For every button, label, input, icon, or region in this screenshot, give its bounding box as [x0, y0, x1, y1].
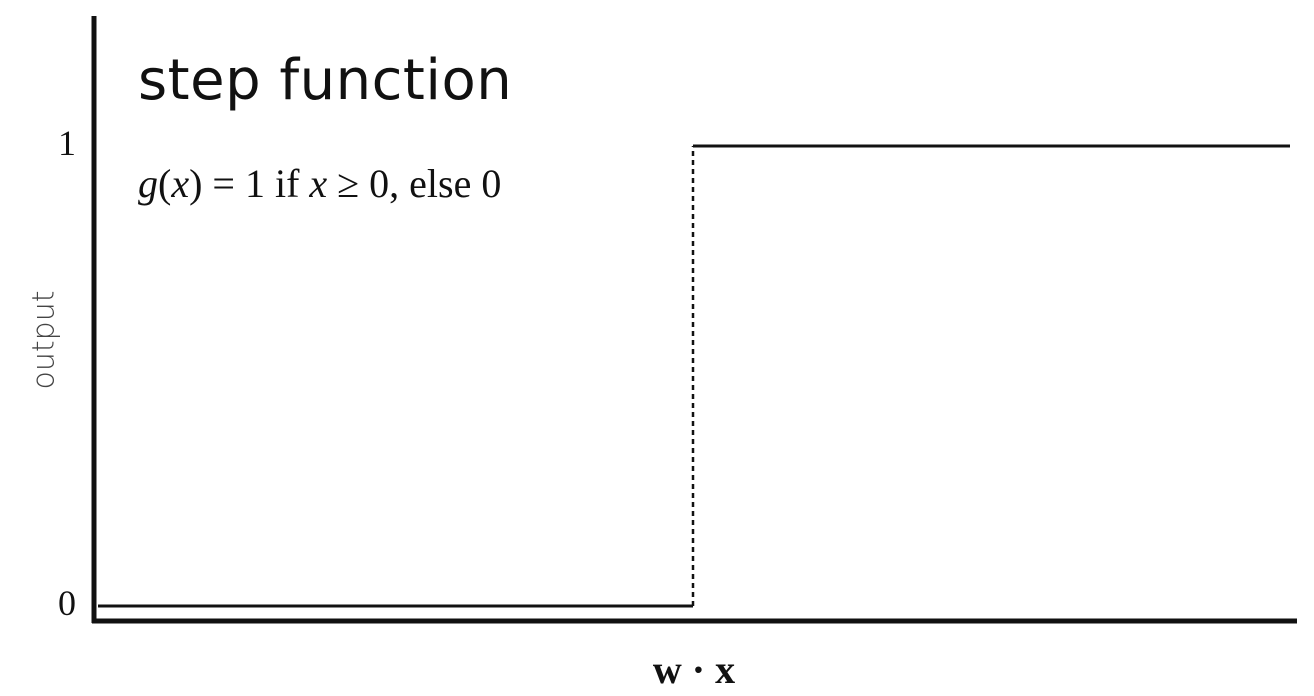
chart-title: step function [138, 48, 513, 113]
formula-annotation: g(x) = 1 if x ≥ 0, else 0 [138, 160, 501, 207]
y-axis-label: output [26, 290, 62, 390]
y-tick-label-1: 1 [58, 123, 76, 163]
y-tick-label-0: 0 [58, 583, 76, 623]
formula-g: g [138, 161, 158, 206]
formula-x2: x [309, 161, 328, 206]
formula-mid: = 1 if [202, 161, 310, 206]
formula-tail: ≥ 0, else 0 [327, 161, 502, 206]
x-axis-label: w · x [652, 647, 736, 692]
formula-open: ( [158, 161, 172, 206]
formula-close: ) [189, 161, 203, 206]
formula-x1: x [171, 161, 190, 206]
